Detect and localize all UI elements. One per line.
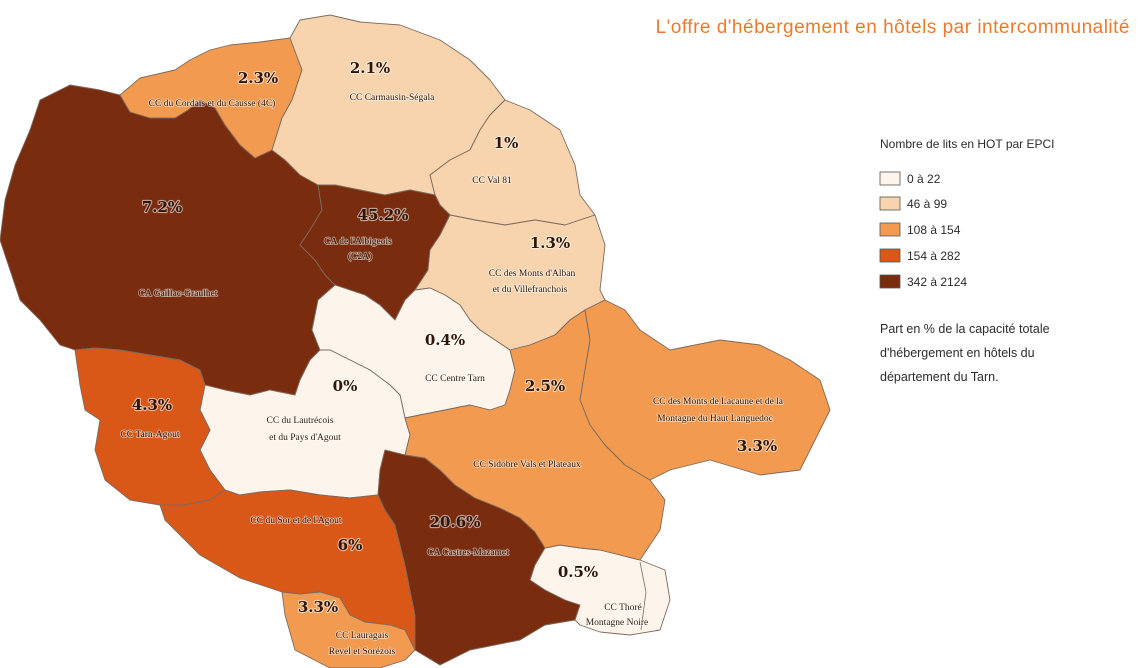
name-label-castres: CA Castres-Mazamet — [427, 548, 509, 558]
name-label-albigeois-1: CA de l'Albigeois — [324, 237, 392, 247]
share-label-thore: 0.5% — [558, 563, 598, 581]
name-label-cordais: CC du Cordais et du Causse (4C) — [149, 98, 276, 109]
share-label-cordais: 2.3% — [238, 69, 278, 87]
name-label-val81: CC Val 81 — [472, 176, 512, 186]
commune-boundary-line — [639, 561, 647, 631]
legend-swatch — [879, 248, 901, 263]
legend-swatch — [879, 274, 901, 289]
region-monts-lacaune — [579, 299, 831, 481]
share-label-castres: 20.6% — [430, 513, 481, 531]
name-label-lauragais-1: CC Lauragais — [336, 631, 389, 641]
legend-label: 46 à 99 — [907, 197, 947, 211]
share-label-val81: 1% — [494, 134, 519, 152]
region-layer — [0, 14, 831, 668]
share-label-sor-agout: 6% — [338, 536, 363, 554]
share-label-lauragais: 3.3% — [298, 598, 338, 616]
legend-label: 154 à 282 — [907, 249, 961, 263]
legend: Nombre de lits en HOT par EPCI 0 à 22 46… — [879, 137, 1055, 384]
legend-note-line: d'hébergement en hôtels du — [880, 346, 1035, 360]
share-label-monts-alban: 1.3% — [530, 234, 570, 252]
share-label-lautrecois: 0% — [333, 377, 358, 395]
share-label-albigeois: 45.2% — [358, 206, 409, 224]
legend-swatch — [879, 171, 901, 186]
legend-title: Nombre de lits en HOT par EPCI — [880, 137, 1055, 151]
legend-label: 0 à 22 — [907, 172, 941, 186]
name-label-lauragais-2: Revel et Sorézois — [329, 647, 396, 657]
name-label-monts-lacaune-2: Montagne du Haut Languedoc — [657, 414, 773, 424]
share-label-centre-tarn: 0.4% — [425, 331, 465, 349]
share-label-monts-lacaune: 3.3% — [737, 437, 777, 455]
name-label-monts-alban-2: et du Villefranchois — [493, 284, 568, 295]
legend-note-line: département du Tarn. — [880, 370, 999, 384]
name-label-tarn-agout: CC Tarn-Agout — [120, 430, 179, 440]
region-labels: 2.3% CC du Cordais et du Causse (4C) 2.1… — [120, 58, 785, 658]
legend-swatch — [879, 196, 901, 211]
legend-note-line: Part en % de la capacité totale — [880, 322, 1050, 336]
name-label-thore-2: Montagne Noire — [586, 618, 649, 628]
name-label-thore-1: CC Thoré — [604, 603, 642, 613]
share-label-tarn-agout: 4.3% — [132, 396, 172, 414]
name-label-carmausin: CC Carmausin-Ségala — [350, 93, 435, 103]
name-label-centre-tarn: CC Centre Tarn — [425, 374, 485, 384]
share-label-sidobre: 2.5% — [525, 377, 565, 395]
name-label-sor-agout: CC du Sor et de l'Agout — [250, 516, 342, 526]
name-label-gaillac: CA Gaillac-Graulhet — [139, 289, 218, 299]
name-label-sidobre: CC Sidobre Vals et Plateaux — [473, 460, 581, 470]
legend-label: 108 à 154 — [907, 223, 961, 237]
name-label-lautrecois-2: et du Pays d'Agout — [269, 433, 341, 443]
legend-label: 342 à 2124 — [907, 275, 967, 289]
name-label-monts-alban-1: CC des Monts d'Alban — [489, 269, 576, 279]
legend-swatch — [879, 222, 901, 237]
region-lauragais — [281, 591, 416, 668]
map-title: L'offre d'hébergement en hôtels par inte… — [656, 17, 1130, 38]
share-label-gaillac: 7.2% — [142, 198, 182, 216]
name-label-albigeois-2: (C2A) — [348, 251, 372, 262]
share-label-carmausin: 2.1% — [350, 59, 390, 77]
region-tarn-agout — [74, 347, 226, 506]
name-label-lautrecois-1: CC du Lautrécois — [266, 416, 333, 426]
name-label-monts-lacaune-1: CC des Monts de Lacaune et de la — [653, 397, 784, 407]
